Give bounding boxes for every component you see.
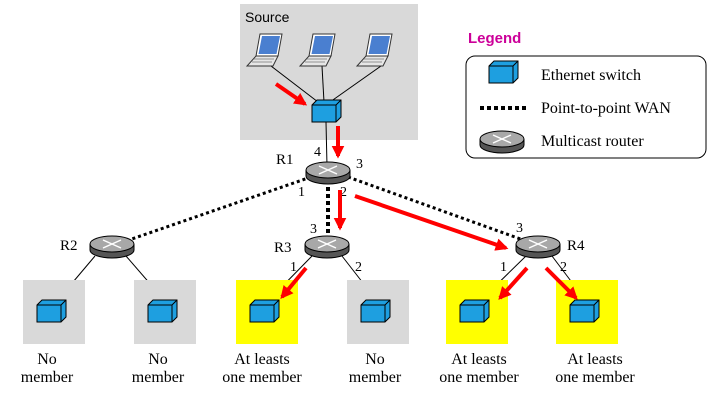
lan-caption-line2: one member	[439, 369, 519, 386]
r1-port-1: 1	[298, 185, 305, 200]
lan-switch-icon	[569, 299, 600, 323]
lan-caption-line1: No	[365, 351, 385, 368]
router-r2-icon	[89, 235, 135, 259]
legend-title: Legend	[468, 30, 521, 47]
forward-arrow-r1-r4	[354, 194, 509, 251]
wan-link-r1-r2	[125, 175, 312, 243]
forward-arrow-to-lan	[544, 266, 578, 300]
r4-port-3: 3	[516, 221, 523, 236]
source-switch-icon	[311, 99, 342, 123]
legend-item-router: Multicast router	[541, 133, 644, 150]
lan-caption-line2: member	[132, 369, 185, 386]
ethernet-switch-icon	[488, 60, 519, 84]
forward-arrow-to-lan	[498, 266, 529, 300]
legend-box	[465, 55, 707, 159]
r1-port-2: 2	[340, 185, 347, 200]
lan-caption-line1: No	[37, 351, 57, 368]
forward-arrow-to-lan	[280, 266, 308, 299]
lan-switch-icon	[360, 299, 391, 323]
r4-port-1: 1	[500, 260, 507, 275]
lan-caption-line2: member	[349, 369, 402, 386]
r4-port-2: 2	[560, 260, 567, 275]
lan-caption-line2: one member	[222, 369, 302, 386]
r1-port-3: 3	[356, 157, 363, 172]
legend-item-switch: Ethernet switch	[541, 67, 641, 84]
lan-switch-icon	[459, 299, 490, 323]
r1-port-4: 4	[314, 145, 321, 160]
lan-caption-line1: At leasts	[451, 351, 507, 368]
lan-caption-line1: No	[148, 351, 168, 368]
lan-caption-line2: member	[21, 369, 74, 386]
r3-port-3: 3	[310, 222, 317, 237]
wan-link-r1-r4	[347, 175, 527, 243]
lan-caption-line1: At leasts	[234, 351, 290, 368]
r3-port-2: 2	[355, 260, 362, 275]
lan-switch-icon	[249, 299, 280, 323]
router-r3-label: R3	[274, 240, 292, 256]
router-r4-icon	[515, 235, 561, 259]
router-r3-icon	[304, 235, 350, 259]
router-r1-label: R1	[276, 152, 294, 168]
lan-caption-line1: At leasts	[567, 351, 623, 368]
lan-caption-line2: one member	[555, 369, 635, 386]
source-label: Source	[245, 9, 290, 25]
lan-switch-icon	[36, 299, 67, 323]
router-r4-label: R4	[567, 238, 585, 254]
router-r1-icon	[305, 161, 351, 185]
multicast-router-icon	[479, 130, 525, 154]
router-r2-label: R2	[60, 238, 78, 254]
lan-switch-icon	[147, 299, 178, 323]
legend-item-wan: Point-to-point WAN	[541, 100, 671, 117]
source-laptop-arrow	[274, 82, 308, 106]
r3-port-1: 1	[290, 260, 297, 275]
